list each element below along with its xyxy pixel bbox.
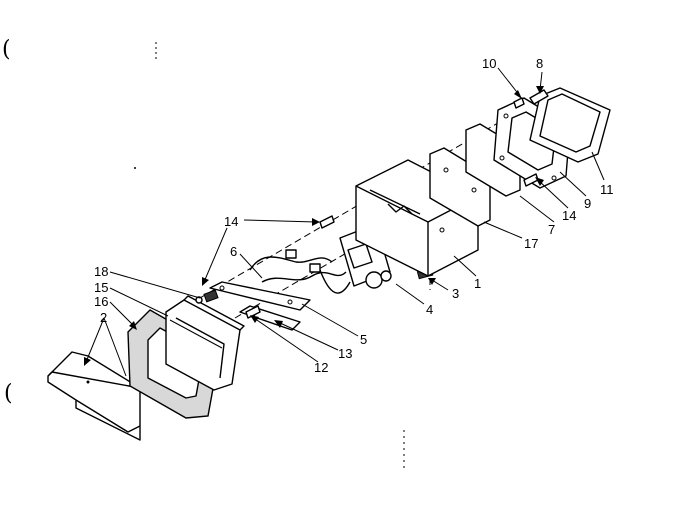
- callout-8: 8: [536, 56, 543, 71]
- callout-14-right: 14: [562, 208, 576, 223]
- callout-11: 11: [600, 182, 614, 197]
- part-11-lens: [529, 87, 611, 163]
- callout-9: 9: [584, 196, 591, 211]
- scan-marks: [134, 42, 405, 470]
- screws: [245, 89, 549, 319]
- callout-10: 10: [482, 56, 496, 71]
- callout-1: 1: [474, 276, 481, 291]
- part-2-cover-plate: [47, 351, 141, 441]
- callout-2: 2: [100, 310, 107, 325]
- callout-16: 16: [94, 294, 108, 309]
- callout-18: 18: [94, 264, 108, 279]
- callout-13: 13: [338, 346, 352, 361]
- margin-mark-bottom-left: (: [4, 381, 13, 406]
- part-18-connector: [195, 289, 219, 304]
- callout-4: 4: [426, 302, 433, 317]
- callout-12: 12: [314, 360, 328, 375]
- part-15-display-module: [165, 295, 245, 391]
- part-6-wire-harness: [249, 249, 351, 294]
- callout-7: 7: [548, 222, 555, 237]
- callout-15: 15: [94, 280, 108, 295]
- callout-14-left: 14: [224, 214, 238, 229]
- margin-mark-top-left: (: [2, 37, 11, 62]
- leader-lines: [84, 67, 605, 377]
- callout-3: 3: [452, 286, 459, 301]
- part-5-bracket-strip: [209, 281, 311, 311]
- callout-17: 17: [524, 236, 538, 251]
- callout-labels: 10 8 11 9 7 14 17 14 6 1 3 4 5 13 12 18 …: [94, 56, 614, 375]
- callout-6: 6: [230, 244, 237, 259]
- callout-5: 5: [360, 332, 367, 347]
